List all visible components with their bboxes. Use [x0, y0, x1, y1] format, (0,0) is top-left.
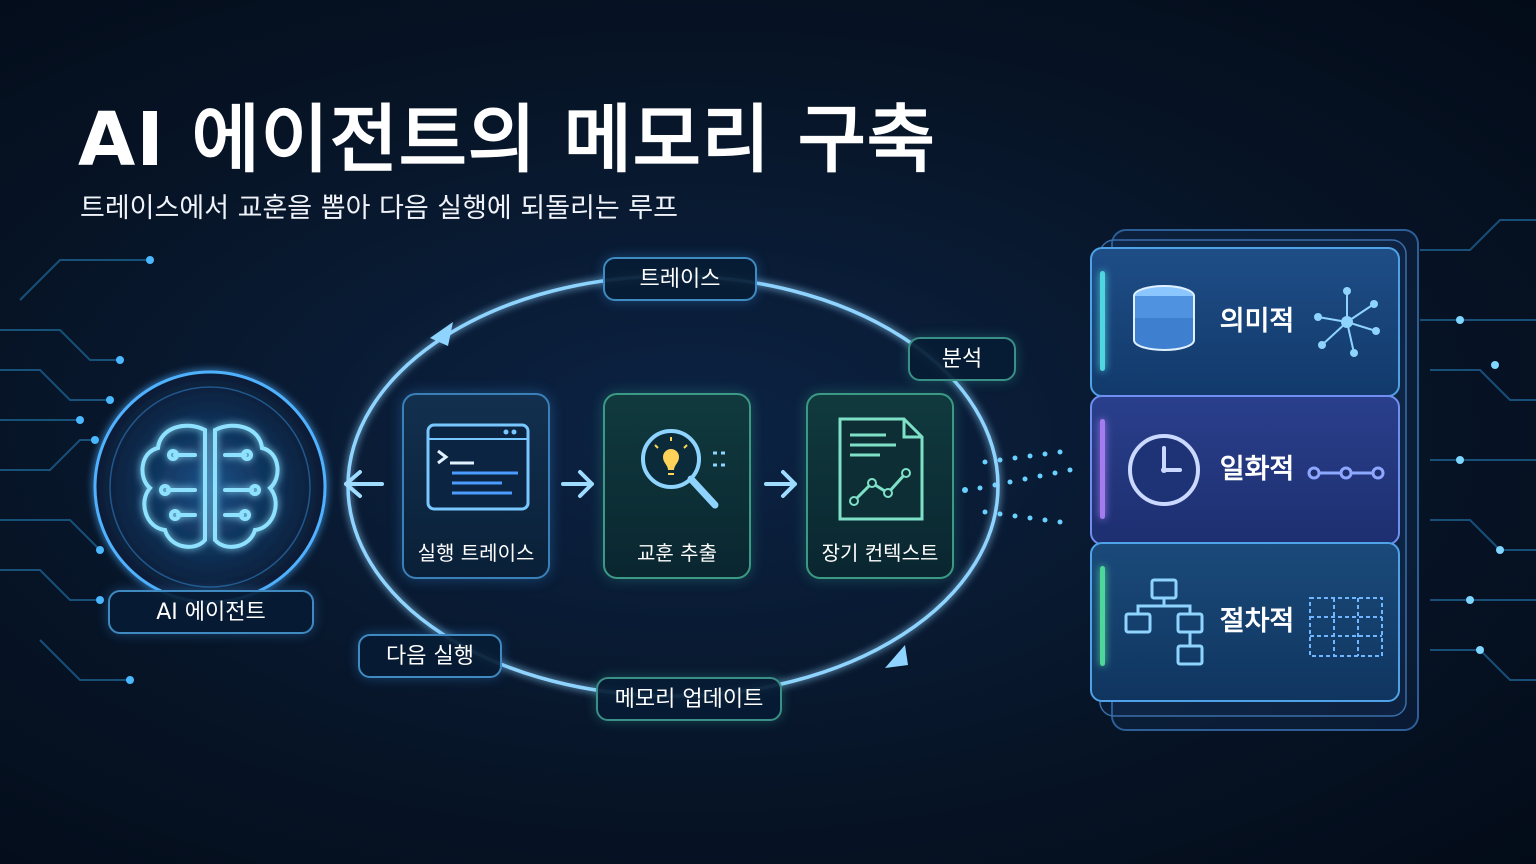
magnifier-lightbulb-icon: [641, 429, 729, 509]
step-label: 장기 컨텍스트: [821, 541, 939, 565]
agent-label: AI 에이전트: [108, 590, 314, 634]
right-circuit-traces: [1420, 219, 1536, 681]
memory-panel-episodic: 일화적: [1090, 395, 1400, 545]
step-card-execution-trace: 실행 트레이스: [402, 393, 550, 579]
left-circuit-traces: [0, 259, 150, 681]
agent-brain-circle: [93, 370, 327, 604]
step-label: 실행 트레이스: [417, 541, 535, 565]
memory-panel-procedural: 절차적: [1090, 542, 1400, 702]
page-subtitle: 트레이스에서 교훈을 뽑아 다음 실행에 되돌리는 루프: [80, 193, 678, 224]
loop-label-trace: 트레이스: [603, 257, 757, 301]
memory-type-label: 일화적: [1219, 454, 1295, 485]
accent-bar: [1100, 419, 1105, 519]
step-card-lesson-extraction: 교훈 추출: [603, 393, 751, 579]
loop-label-analysis: 분석: [908, 337, 1016, 381]
database-icon: [1133, 285, 1195, 352]
left-circuit-nodes: [76, 256, 154, 684]
loop-label-memory-update: 메모리 업데이트: [596, 677, 782, 721]
document-chart-icon: [838, 417, 924, 521]
loop-arrow-bottom: [885, 645, 908, 668]
loop-label-next-run: 다음 실행: [358, 634, 502, 678]
memory-panel-semantic: 의미적: [1090, 247, 1400, 397]
page-title: AI 에이전트의 메모리 구축: [78, 97, 936, 183]
step-label: 교훈 추출: [637, 541, 717, 565]
network-graph-icon: [1314, 287, 1380, 357]
clock-icon: [1128, 434, 1200, 506]
brain-circuit-icon: [140, 423, 280, 549]
loop-arrow-top: [430, 322, 453, 346]
memory-type-label: 의미적: [1219, 306, 1295, 337]
terminal-window-icon: [426, 423, 530, 511]
grid-table-icon: [1309, 597, 1383, 657]
flowchart-icon: [1124, 578, 1204, 666]
right-circuit-nodes: [1456, 316, 1504, 654]
accent-bar: [1100, 271, 1105, 371]
accent-bar: [1100, 566, 1105, 666]
timeline-icon: [1307, 466, 1385, 480]
flow-arrows: [344, 470, 797, 498]
data-stream-dots: [962, 449, 1073, 525]
memory-type-label: 절차적: [1219, 606, 1295, 637]
step-card-long-term-context: 장기 컨텍스트: [806, 393, 954, 579]
